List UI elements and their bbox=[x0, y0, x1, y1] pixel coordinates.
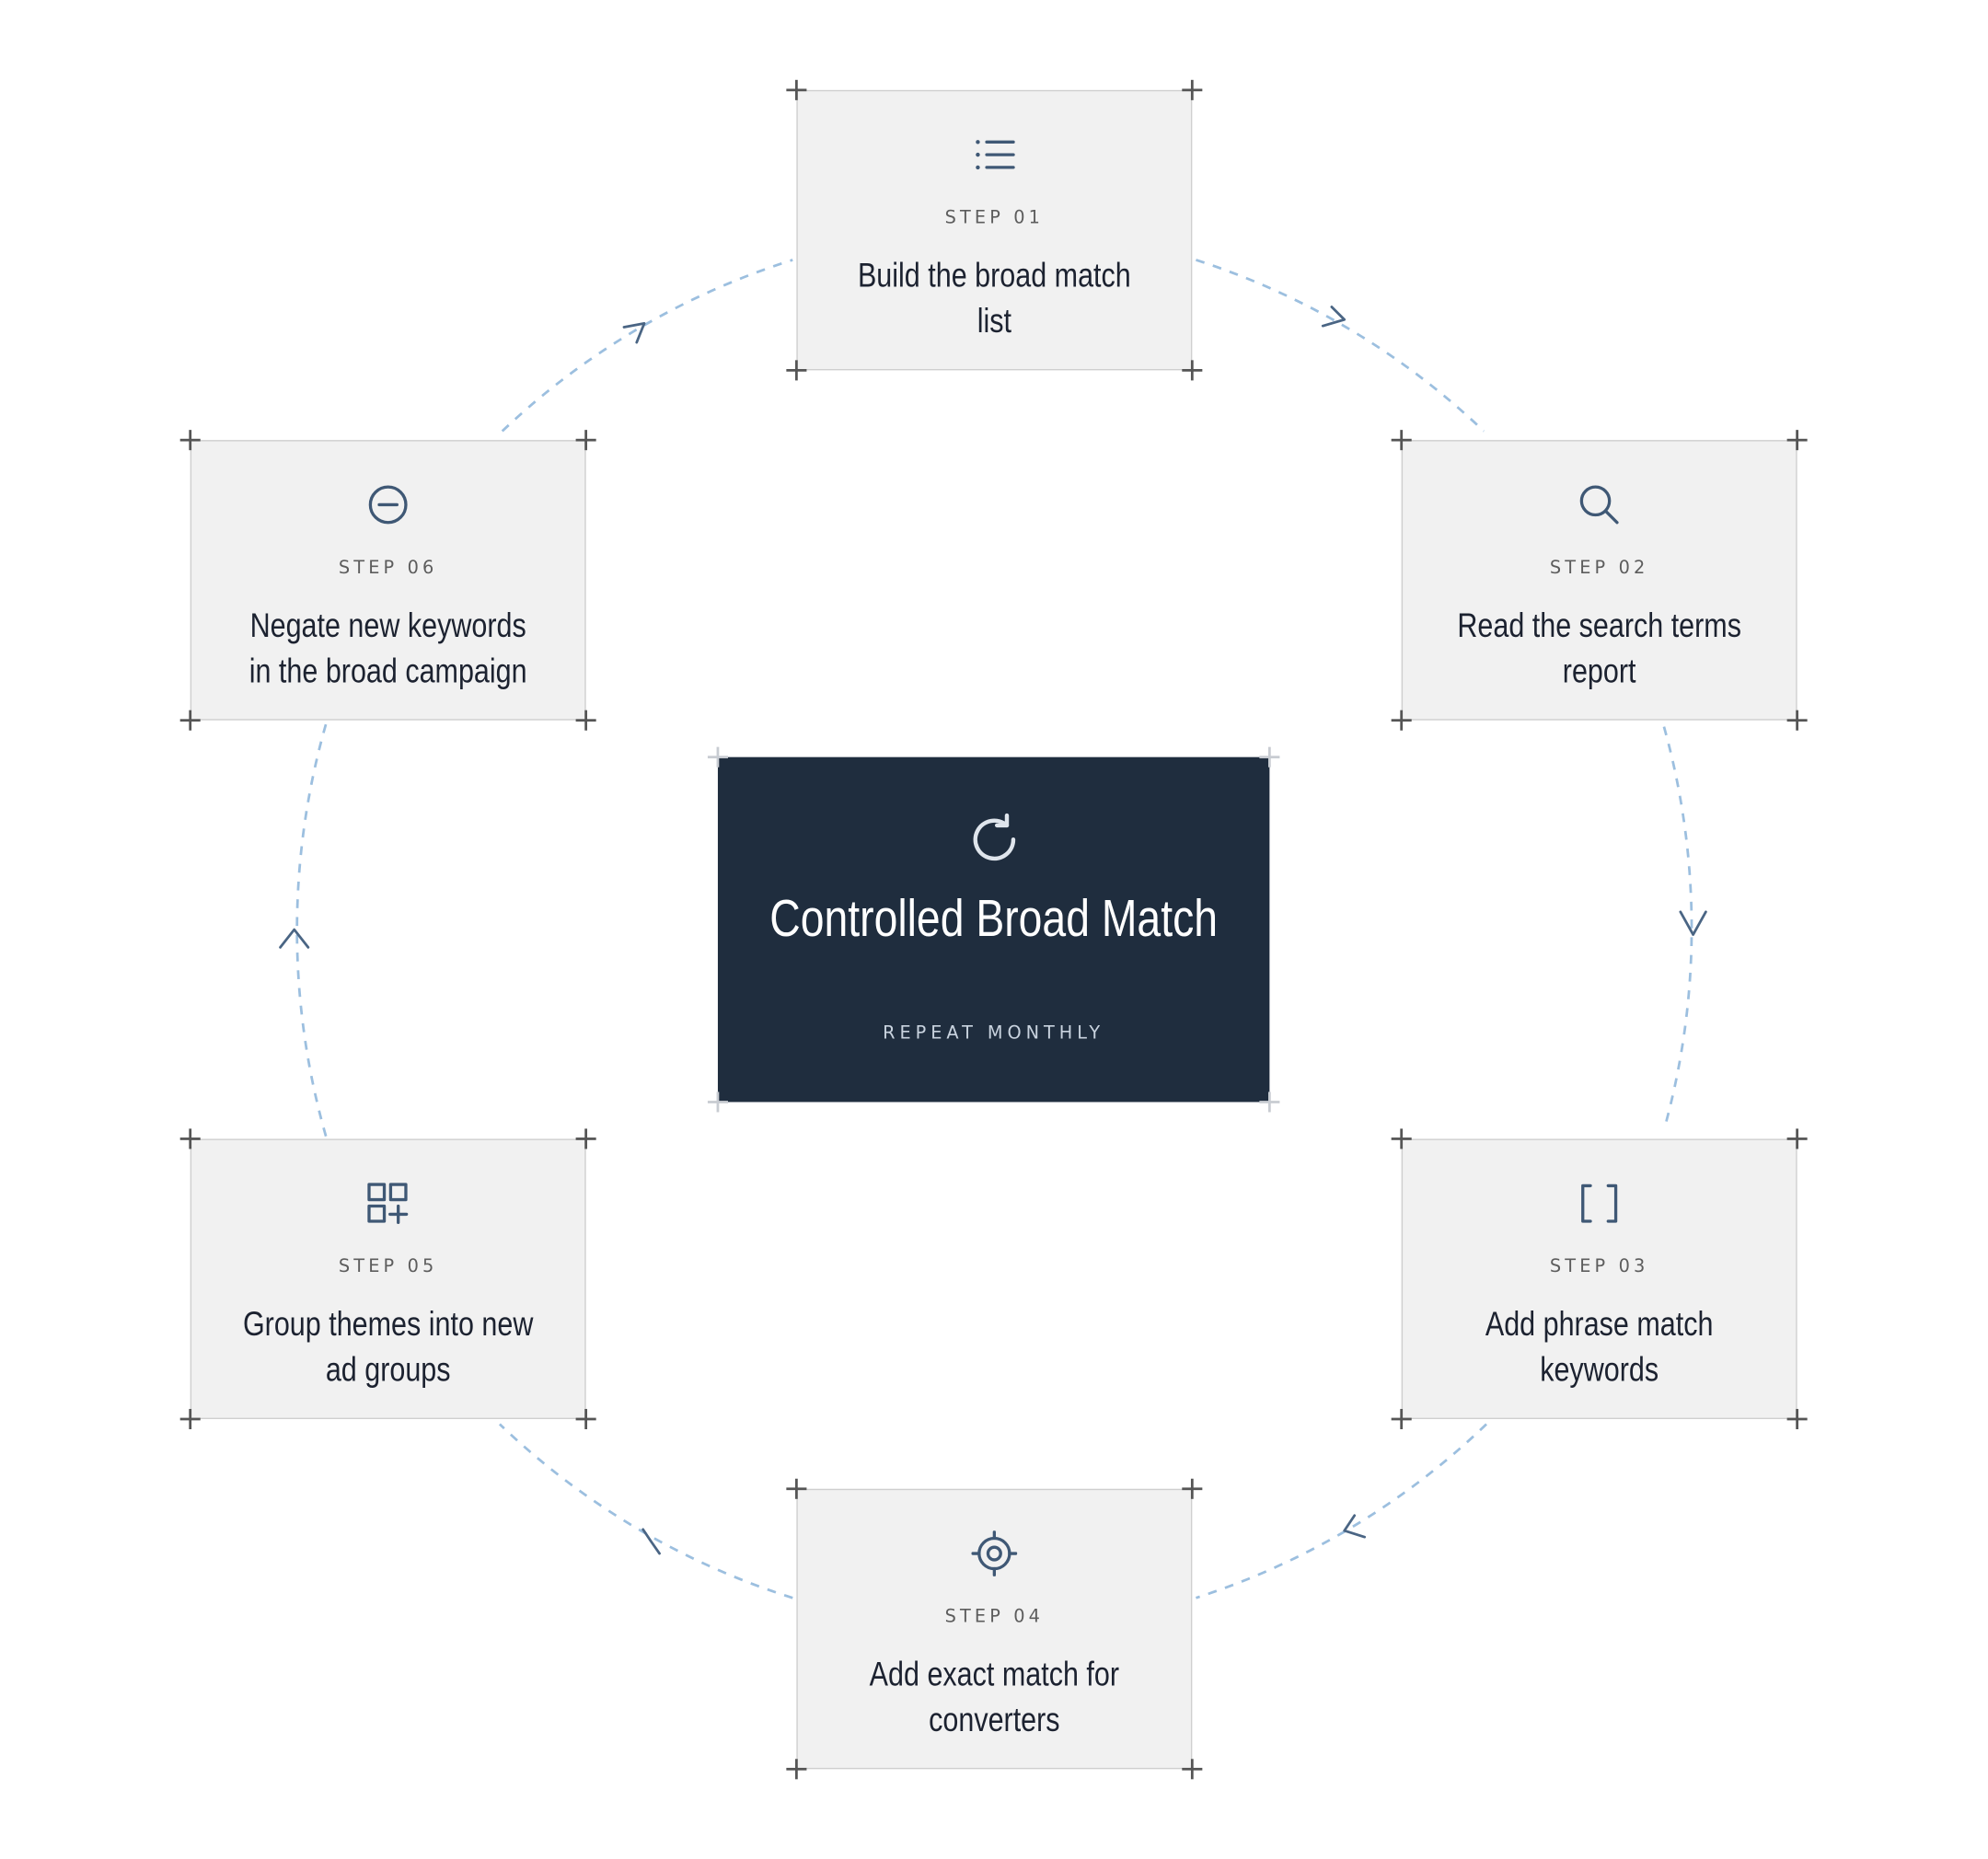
corner-mark bbox=[707, 1091, 728, 1113]
arrow-step3-step4 bbox=[1343, 1514, 1367, 1539]
minus-circle-icon bbox=[191, 482, 584, 528]
corner-mark bbox=[1391, 1128, 1412, 1149]
step-label: STEP 01 bbox=[944, 207, 1045, 229]
corner-mark bbox=[786, 1478, 807, 1499]
arrow-step4-step5 bbox=[641, 1528, 661, 1555]
corner-mark bbox=[1786, 1128, 1808, 1149]
connector-step5-step6 bbox=[295, 723, 328, 1137]
connector-step3-step4 bbox=[1196, 1423, 1487, 1599]
step-label: STEP 02 bbox=[1549, 558, 1649, 579]
arrow-step1-step2 bbox=[1321, 306, 1347, 328]
step-label: STEP 04 bbox=[944, 1606, 1045, 1627]
step-title: Read the search terms report bbox=[1457, 606, 1741, 690]
corner-mark bbox=[1786, 430, 1808, 451]
corner-mark bbox=[575, 430, 596, 451]
step-card-03: STEP 03 Add phrase match keywords bbox=[1401, 1138, 1797, 1419]
step-card-02: STEP 02 Read the search terms report bbox=[1401, 440, 1797, 721]
corner-mark bbox=[1391, 430, 1412, 451]
corner-mark bbox=[786, 79, 807, 100]
step-label: STEP 03 bbox=[1549, 1256, 1649, 1277]
corner-mark bbox=[786, 360, 807, 381]
connector-step4-step5 bbox=[498, 1423, 793, 1599]
arrow-step5-step6 bbox=[279, 928, 310, 949]
corner-mark bbox=[179, 1128, 201, 1149]
step-title: Negate new keywords in the broad campaig… bbox=[248, 606, 527, 690]
step-label: STEP 06 bbox=[338, 558, 438, 579]
connector-step2-step3 bbox=[1662, 726, 1693, 1131]
corner-mark bbox=[1259, 746, 1280, 768]
corner-mark bbox=[1786, 710, 1808, 731]
brackets-icon bbox=[1403, 1181, 1796, 1227]
corner-mark bbox=[1391, 710, 1412, 731]
arrow-step2-step3 bbox=[1679, 910, 1707, 936]
center-subtitle: REPEAT MONTHLY bbox=[883, 1023, 1105, 1045]
corner-mark bbox=[786, 1759, 807, 1780]
step-label: STEP 05 bbox=[338, 1256, 438, 1277]
corner-mark bbox=[575, 1128, 596, 1149]
corner-mark bbox=[179, 1408, 201, 1430]
corner-mark bbox=[575, 710, 596, 731]
step-title: Add phrase match keywords bbox=[1485, 1304, 1714, 1389]
list-icon bbox=[798, 132, 1191, 178]
corner-mark bbox=[179, 430, 201, 451]
add-grid-icon bbox=[191, 1181, 584, 1227]
corner-mark bbox=[1182, 79, 1203, 100]
connector-step1-step2 bbox=[1196, 259, 1485, 433]
corner-mark bbox=[1391, 1408, 1412, 1430]
step-title: Add exact match for converters bbox=[869, 1655, 1120, 1739]
step-title: Build the broad match list bbox=[857, 256, 1131, 341]
center-title: Controlled Broad Match bbox=[769, 888, 1219, 948]
step-card-05: STEP 05 Group themes into new ad groups bbox=[190, 1138, 586, 1419]
corner-mark bbox=[707, 746, 728, 768]
step-card-01: STEP 01 Build the broad match list bbox=[796, 89, 1193, 371]
center-node: Controlled Broad Match REPEAT MONTHLY bbox=[717, 756, 1270, 1103]
step-card-04: STEP 04 Add exact match for converters bbox=[796, 1488, 1193, 1770]
corner-mark bbox=[575, 1408, 596, 1430]
corner-mark bbox=[1182, 360, 1203, 381]
corner-mark bbox=[1259, 1091, 1280, 1113]
corner-mark bbox=[1182, 1478, 1203, 1499]
connector-step6-step1 bbox=[501, 259, 793, 433]
corner-mark bbox=[1182, 1759, 1203, 1780]
step-title: Group themes into new ad groups bbox=[242, 1304, 534, 1389]
corner-mark bbox=[1786, 1408, 1808, 1430]
target-icon bbox=[798, 1530, 1191, 1576]
corner-mark bbox=[179, 710, 201, 731]
search-icon bbox=[1403, 482, 1796, 528]
step-card-06: STEP 06 Negate new keywords in the broad… bbox=[190, 440, 586, 721]
arrow-step6-step1 bbox=[622, 322, 646, 344]
refresh-icon bbox=[718, 811, 1269, 869]
